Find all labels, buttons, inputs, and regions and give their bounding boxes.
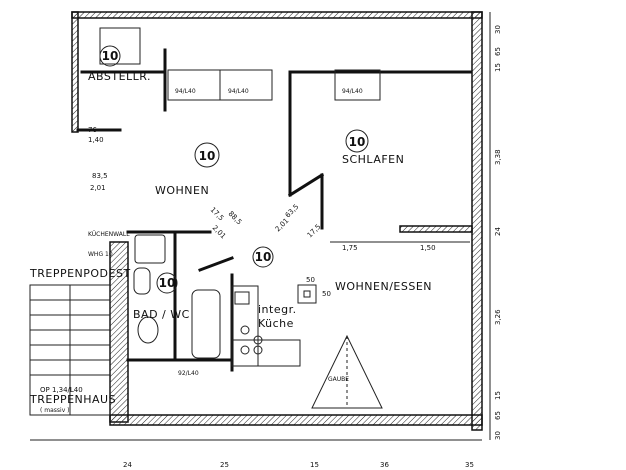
room-label-treppenpodest: TREPPENPODEST — [29, 267, 131, 280]
dim-r-15b: 15 — [494, 391, 502, 400]
room-label-kueche-1: integr. — [258, 303, 297, 316]
window-label-3: 94/L40 — [342, 88, 363, 95]
dim-140: 1,40 — [88, 136, 104, 144]
window-label-1: 94/L40 — [175, 88, 196, 95]
dim-b-24: 24 — [123, 461, 132, 469]
unit-number-5: 10 — [159, 276, 176, 290]
room-label-schlafen: SCHLAFEN — [342, 153, 404, 166]
dim-50b: 50 — [322, 290, 331, 298]
bath-fixtures — [133, 234, 221, 359]
dim-76: 76 — [88, 126, 97, 134]
dim-201a: 2,01 — [90, 184, 106, 192]
dim-175b: 17,5 — [306, 223, 323, 240]
dim-r-30: 30 — [494, 25, 502, 34]
top-windows — [99, 27, 381, 101]
room-label-gaube: GAUBE — [328, 376, 349, 383]
dim-b-35: 35 — [465, 461, 474, 469]
dim-175: 1,75 — [342, 244, 358, 252]
dim-r-15: 15 — [494, 63, 502, 72]
dim-635: 63,5 — [284, 203, 301, 220]
dimension-lines — [30, 12, 491, 441]
room-label-bad-wc: BAD / WC — [133, 308, 190, 321]
dim-op: OP 1,34/L40 — [40, 386, 83, 394]
gaube — [311, 334, 383, 409]
dim-b-25: 25 — [220, 461, 229, 469]
dim-r-65b: 65 — [494, 411, 502, 420]
room-label-wohnen: WOHNEN — [155, 184, 209, 197]
dim-201b: 2,01 — [211, 224, 228, 241]
dim-885: 88,5 — [227, 210, 244, 227]
room-label-abstellr: ABSTELLR. — [88, 70, 151, 83]
dim-r-24: 24 — [494, 227, 502, 236]
dim-r-326: 3,26 — [494, 309, 502, 325]
room-label-treppenhaus: TREPPENHAUS — [29, 393, 116, 406]
dim-b-36: 36 — [380, 461, 389, 469]
stairs — [29, 284, 111, 416]
room-label-whg: WHG 10 — [88, 251, 113, 258]
window-label-2: 94/L40 — [228, 88, 249, 95]
dim-50a: 50 — [306, 276, 315, 284]
kitchen-counter — [231, 285, 301, 367]
room-label-treppenhaus-sub: ( massiv ) — [40, 407, 70, 414]
unit-markers — [99, 45, 369, 294]
room-label-wohnen-essen: WOHNEN/ESSEN — [335, 280, 432, 293]
dim-b-15: 15 — [310, 461, 319, 469]
unit-number-4: 10 — [255, 250, 272, 264]
unit-number-3: 10 — [349, 135, 366, 149]
dim-r-65: 65 — [494, 47, 502, 56]
dim-835: 83,5 — [92, 172, 108, 180]
dim-r-30b: 30 — [494, 431, 502, 440]
unit-number-2: 10 — [199, 149, 216, 163]
room-label-kuechenwall: KÜCHENWALL — [88, 231, 130, 238]
unit-number-1: 10 — [102, 49, 119, 63]
dim-150: 1,50 — [420, 244, 436, 252]
outer-walls — [71, 11, 483, 431]
chimney-inner — [303, 290, 311, 298]
window-label-5: 92/L40 — [178, 370, 199, 377]
dim-r-338: 3,38 — [494, 149, 502, 165]
dim-175a: 17,5 — [209, 206, 226, 223]
room-label-kueche-2: Küche — [258, 317, 294, 330]
chimney — [297, 284, 317, 304]
